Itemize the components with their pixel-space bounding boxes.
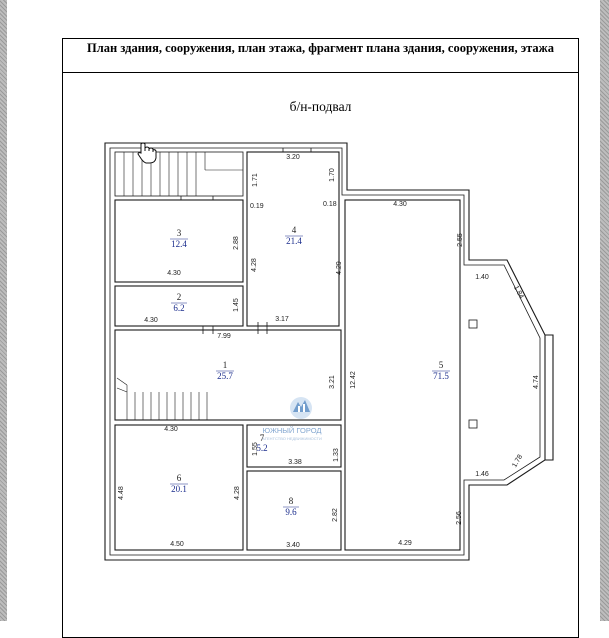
dimension-label: 4.30 [167,270,181,277]
scroll-edge-left [0,0,7,621]
dimension-label: 1.40 [475,274,489,281]
walls [104,142,554,561]
dimension-labels: 3.20 1.71 1.70 0.19 0.18 2.88 4.28 4.29 … [118,154,540,549]
scroll-edge-right [600,0,609,621]
room-number: 2 [177,292,182,302]
dimension-label: 0.18 [323,201,337,208]
watermark-logo-icon [290,397,312,419]
room-number: 7 [260,433,265,443]
dimension-label: 1.46 [475,471,489,478]
dimension-label: 4.48 [118,486,125,500]
dimension-label: 2.56 [456,511,463,525]
room-area: 12.4 [171,239,187,249]
room-area: 9.6 [285,507,297,517]
dimension-label: 4.29 [336,261,343,275]
dimension-label: 4.28 [234,486,241,500]
dimension-label: 7.99 [217,333,231,340]
dimension-label: 0.19 [250,203,264,210]
room-number: 4 [292,225,297,235]
header-title: План здания, сооружения, план этажа, фра… [63,39,578,73]
dimension-label: 1.33 [333,448,340,462]
dimension-label: 3.21 [329,375,336,389]
dimension-label: 1.78 [511,454,524,469]
stairs-room-1 [116,377,212,421]
room-number: 5 [439,360,444,370]
dimension-label: 3.40 [286,542,300,549]
room-labels: 3 12.4 4 21.4 2 6.2 1 25.7 5 71.5 7 5.2 … [170,225,450,517]
dimension-label: 4.30 [393,201,407,208]
dimension-label: 4.30 [144,317,158,324]
room-area: 71.5 [433,371,449,381]
hand-cursor-icon [137,142,157,164]
room-area: 21.4 [286,236,302,246]
dimension-label: 1.55 [252,442,259,456]
room-area: 20.1 [171,484,187,494]
document-page: План здания, сооружения, план этажа, фра… [7,0,600,638]
watermark: ЮЖНЫЙ ГОРОД АГЕНТСТВО НЕДВИЖИМОСТИ [262,397,322,441]
dimension-label: 4.28 [251,258,258,272]
room-area: 25.7 [217,371,233,381]
dimension-label: 12.42 [350,371,357,389]
dimension-label: 2.55 [457,233,464,247]
watermark-tagline: АГЕНТСТВО НЕДВИЖИМОСТИ [262,436,322,441]
dimension-label: 1.84 [512,285,525,300]
watermark-brand: ЮЖНЫЙ ГОРОД [263,426,322,435]
dimension-label: 1.71 [252,173,259,187]
room-area: 6.2 [173,303,184,313]
floor-label: б/н-подвал [289,99,352,114]
room-number: 1 [223,360,228,370]
dimension-label: 1.45 [233,298,240,312]
dimension-label: 4.50 [170,541,184,548]
dimension-label: 4.74 [533,375,540,389]
room-area: 5.2 [256,443,267,453]
dimension-label: 2.88 [233,236,240,250]
dimension-label: 1.70 [329,168,336,182]
room-number: 6 [177,473,182,483]
dimension-label: 3.38 [288,459,302,466]
dimension-label: 4.29 [398,540,412,547]
dimension-label: 4.30 [164,426,178,433]
dimension-label: 3.17 [275,316,289,323]
room-number: 3 [177,228,182,238]
room-number: 8 [289,496,294,506]
floor-plan: 3 12.4 4 21.4 2 6.2 1 25.7 5 71.5 7 5.2 … [104,142,554,561]
dimension-label: 3.20 [286,154,300,161]
dimension-label: 2.82 [332,508,339,522]
